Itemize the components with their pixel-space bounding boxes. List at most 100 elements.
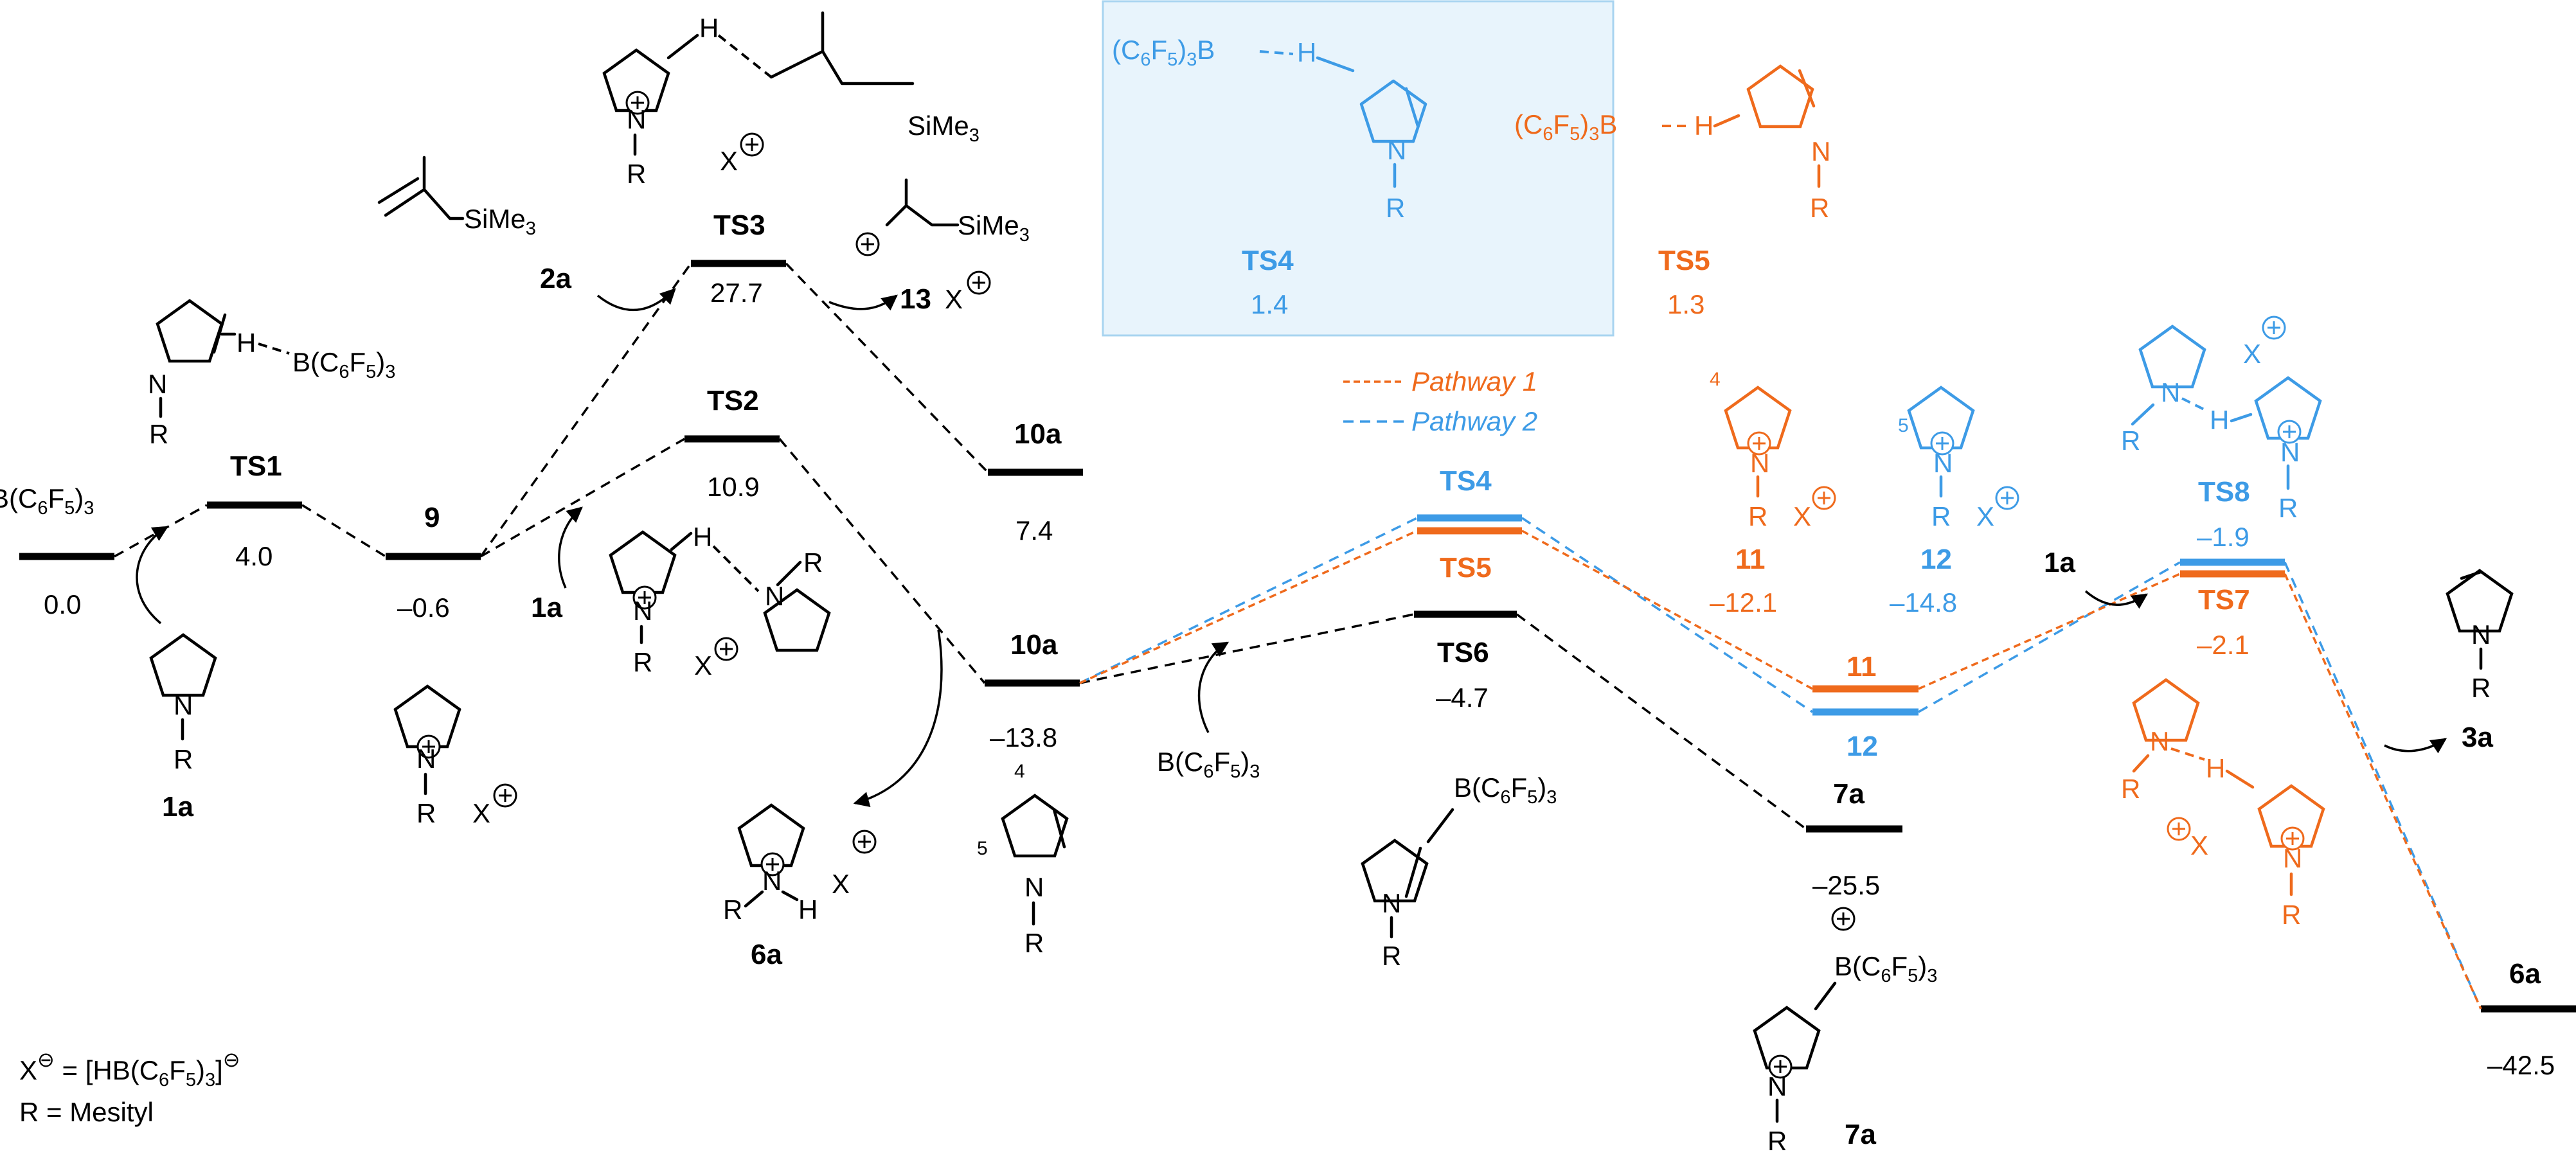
- svg-text:N: N: [762, 866, 782, 896]
- TS8-label: TS8: [2198, 476, 2250, 508]
- enamine-borane-structure: B(C6F5)3 N R: [1363, 772, 1557, 971]
- svg-text:(C6F5)3B: (C6F5)3B: [1112, 35, 1215, 70]
- TS7-structure: N R H N R X: [2121, 680, 2323, 930]
- 2a-label: 2a: [540, 263, 571, 294]
- 11-label: 11: [1735, 544, 1766, 575]
- 1a-label: 1a: [162, 791, 193, 823]
- 11-level-label: 11: [1847, 651, 1877, 682]
- 6a-level-label: 6a: [2509, 958, 2541, 990]
- legend-pathway2: Pathway 2: [1411, 406, 1537, 436]
- TS4-structure: (C6F5)3B H N R TS4 1.4: [1112, 35, 1426, 319]
- 2-pyrroline-structure: N R 4 5: [977, 761, 1067, 958]
- svg-text:N: N: [2161, 377, 2180, 407]
- svg-text:(C6F5)3B: (C6F5)3B: [1514, 109, 1617, 145]
- 11-energy: –12.1: [1710, 587, 1777, 618]
- svg-text:H: H: [693, 522, 712, 552]
- 10a-high-label: 10a: [1014, 418, 1062, 450]
- svg-text:H: H: [2206, 753, 2225, 783]
- TS1-label: TS1: [230, 450, 282, 482]
- 2a-structure: SiMe3 2a: [377, 156, 676, 312]
- TS1-energy: 4.0: [235, 541, 273, 571]
- 10a-low-energy: –13.8: [990, 722, 1057, 752]
- svg-text:R: R: [723, 894, 742, 925]
- svg-text:X: X: [2190, 830, 2208, 860]
- num-5b: 5: [1898, 415, 1909, 436]
- TS4-box-energy: 1.4: [1251, 289, 1288, 319]
- num-5: 5: [977, 838, 988, 859]
- TS6-energy: –4.7: [1436, 682, 1489, 713]
- bcf-reagent: B(C6F5)3: [1157, 747, 1260, 782]
- svg-text:N: N: [148, 369, 167, 399]
- TS7-label: TS7: [2198, 584, 2250, 616]
- 3a-label: 3a: [2462, 722, 2493, 753]
- svg-text:R: R: [1767, 1126, 1787, 1156]
- svg-text:X: X: [472, 798, 490, 828]
- transition-state-box: [1102, 0, 1614, 337]
- 6a-label: 6a: [751, 939, 782, 970]
- svg-text:R: R: [633, 647, 652, 677]
- 3a-structure: N R 3a: [2384, 571, 2512, 754]
- num-4b: 4: [1710, 369, 1721, 390]
- svg-text:R: R: [1748, 501, 1767, 531]
- svg-text:R: R: [627, 159, 646, 189]
- svg-text:B(C6F5)3: B(C6F5)3: [1834, 951, 1937, 986]
- TS5-box-label: TS5: [1658, 245, 1710, 276]
- svg-text:N: N: [1024, 872, 1044, 902]
- svg-text:R: R: [1931, 501, 1951, 531]
- TS3-structure: N R X H SiMe3: [604, 11, 979, 189]
- svg-text:R: R: [2278, 493, 2298, 523]
- svg-text:N: N: [416, 743, 436, 774]
- svg-text:N: N: [2150, 726, 2169, 756]
- svg-text:H: H: [798, 894, 818, 925]
- TS4-level-label: TS4: [1440, 465, 1492, 497]
- TS5-structure: (C6F5)3B H N R TS5 1.3: [1514, 66, 1830, 319]
- svg-text:X: X: [945, 284, 963, 314]
- svg-text:R: R: [2471, 673, 2491, 703]
- connectors: [114, 262, 2482, 1009]
- energy-levels: [19, 260, 2576, 1013]
- 13-structure: SiMe3 13 X: [828, 178, 1030, 315]
- svg-text:X: X: [1793, 501, 1811, 531]
- svg-text:N: N: [2471, 619, 2491, 650]
- svg-text:N: N: [1933, 448, 1953, 478]
- svg-text:N: N: [1750, 448, 1769, 478]
- svg-text:H: H: [699, 13, 719, 43]
- svg-text:R: R: [2121, 425, 2140, 456]
- svg-text:SiMe3: SiMe3: [908, 111, 979, 146]
- 1a-arrow-label: 1a: [531, 592, 562, 623]
- svg-text:R: R: [1382, 941, 1401, 971]
- svg-text:B(C6F5)3: B(C6F5)3: [1454, 772, 1557, 808]
- svg-text:X: X: [1976, 501, 1994, 531]
- 7a-struct-label: 7a: [1845, 1119, 1876, 1150]
- 13-label: 13: [900, 283, 931, 315]
- x-definition: X⊖ = [HB(C6F5)3]⊖: [19, 1048, 240, 1090]
- 10a-high-energy: 7.4: [1015, 515, 1053, 546]
- svg-text:SiMe3: SiMe3: [464, 204, 536, 239]
- TS6-label: TS6: [1437, 637, 1489, 668]
- 7a-energy: –25.5: [1812, 870, 1880, 900]
- svg-text:N: N: [765, 581, 784, 611]
- 12-energy: –14.8: [1890, 587, 1957, 618]
- svg-text:H: H: [237, 328, 256, 358]
- TS4-box-label: TS4: [1242, 245, 1294, 276]
- svg-text:N: N: [1382, 888, 1401, 918]
- legend-pathway1: Pathway 1: [1411, 366, 1537, 396]
- svg-text:H: H: [1694, 111, 1713, 141]
- iminium-structure: N R X: [395, 686, 517, 828]
- svg-text:N: N: [1767, 1071, 1787, 1101]
- 9-energy: –0.6: [397, 592, 450, 623]
- 7a-level-label: 7a: [1833, 778, 1865, 810]
- 9-label: 9: [424, 502, 440, 533]
- svg-text:R: R: [803, 547, 823, 578]
- svg-text:N: N: [1811, 136, 1830, 166]
- TS5-level-label: TS5: [1440, 552, 1492, 583]
- svg-text:R: R: [149, 419, 168, 449]
- legend: Pathway 1 Pathway 2: [1343, 366, 1537, 436]
- pyrroline-borane-structure: N R H B(C6F5)3: [148, 301, 395, 449]
- svg-text:R: R: [1024, 928, 1044, 958]
- 12-structure: N R X 5 12 –14.8: [1890, 387, 2019, 618]
- TS2-energy: 10.9: [707, 472, 760, 502]
- svg-text:R: R: [2282, 900, 2301, 930]
- TS3-energy: 27.7: [710, 278, 763, 308]
